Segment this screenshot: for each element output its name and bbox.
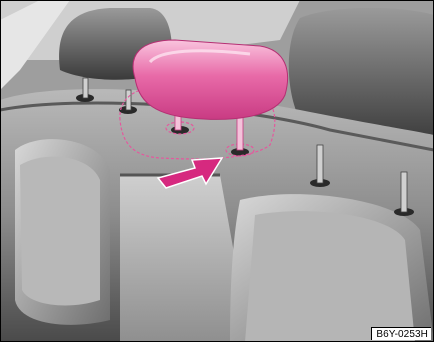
left-cushion-panel [20, 157, 100, 306]
right-cushion-panel [245, 211, 415, 342]
figure-code: B6Y-0253H [371, 327, 431, 340]
